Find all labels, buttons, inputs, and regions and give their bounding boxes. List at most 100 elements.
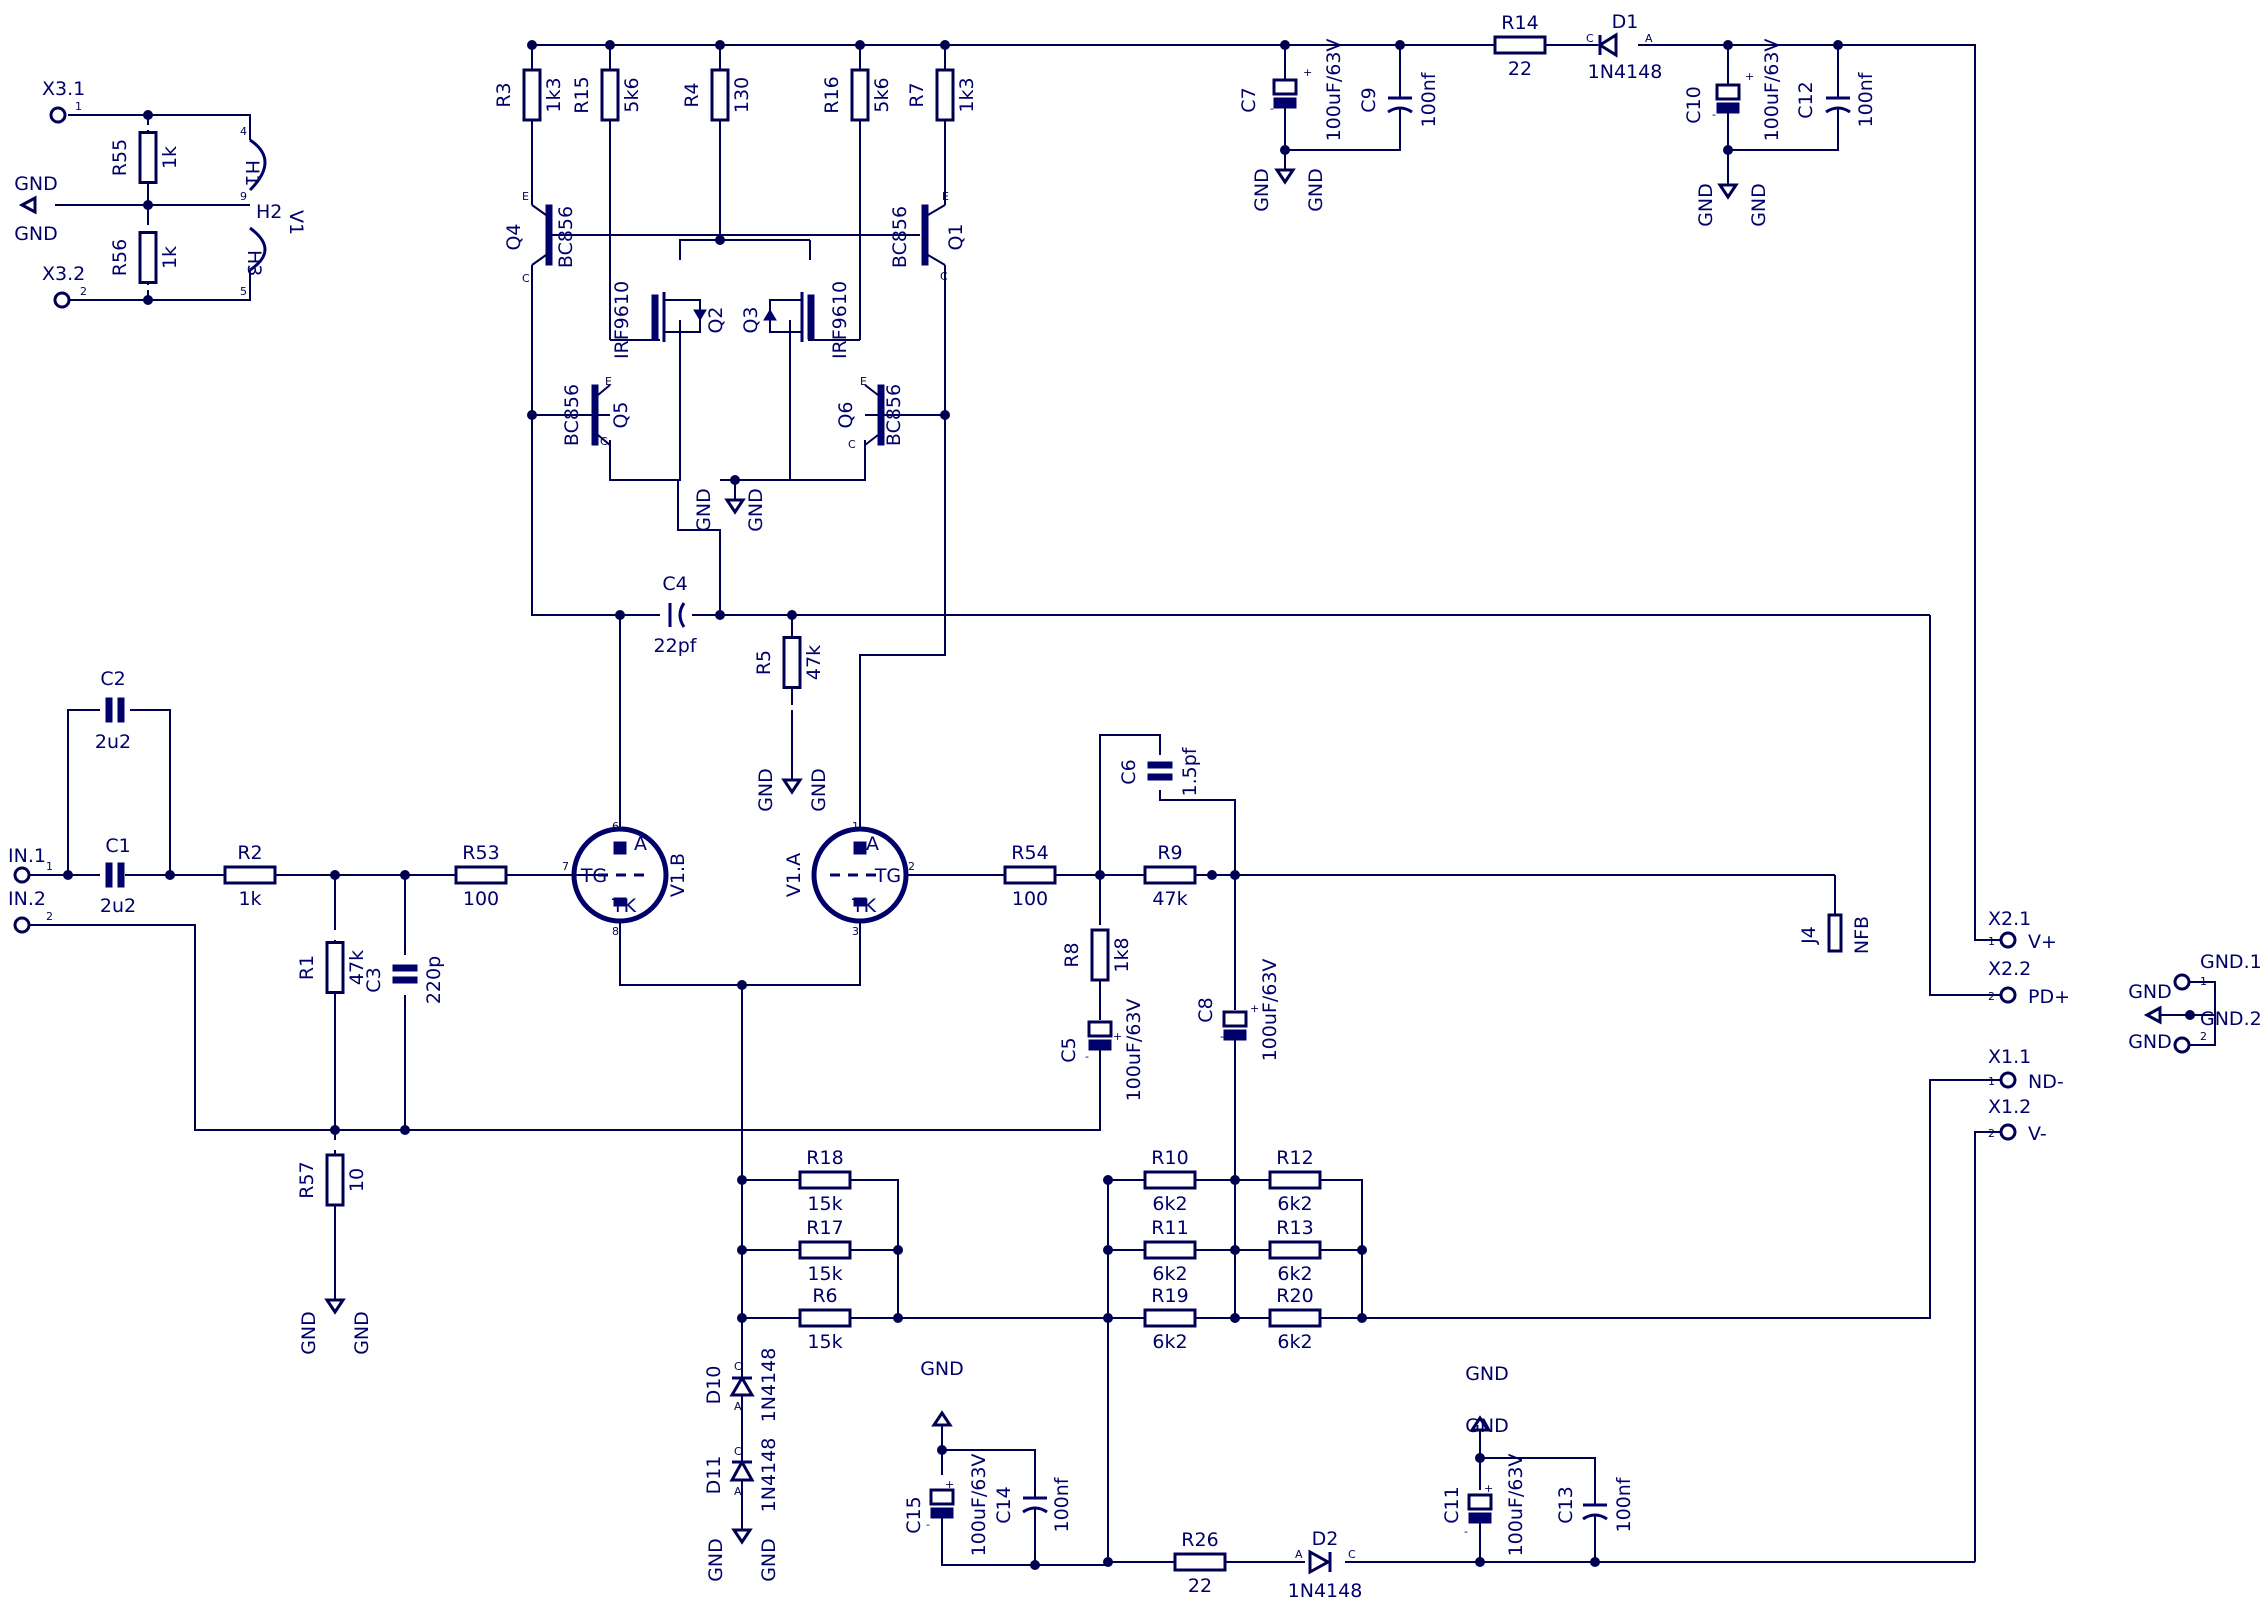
c11-value: 100uF/63V	[1505, 1454, 1527, 1557]
c12-ref: C12	[1795, 81, 1817, 118]
pin-number: 1	[2200, 975, 2207, 988]
v1a-cathode: TK	[851, 895, 877, 917]
resistor-ref: R13	[1276, 1217, 1313, 1239]
resistor-ref: R20	[1276, 1285, 1313, 1307]
gnd-label: GND	[755, 768, 777, 812]
diode-d1: D1 1N4148	[1588, 11, 1663, 83]
pin-number: 2	[1988, 990, 1995, 1003]
x11-pad	[1999, 1071, 2017, 1089]
pin-letter: -	[1712, 108, 1716, 121]
tube-v1b: TG A TK V1.B	[570, 826, 689, 924]
q3-ref: Q3	[740, 306, 762, 333]
gnd-label: GND	[298, 1311, 320, 1355]
transistor-q6: Q6 BC856	[835, 384, 905, 446]
resistor-ref: R55	[109, 139, 131, 176]
resistor-ref: R4	[681, 82, 703, 107]
transistor-q1: BC856 Q1	[889, 204, 967, 268]
pin-letter: -	[1270, 102, 1274, 115]
j4-ref: J4	[1798, 926, 1820, 945]
pin-letter: +	[1484, 1482, 1493, 1495]
pin-number: 8	[612, 925, 619, 938]
resistor-value: 6k2	[1152, 1193, 1187, 1215]
capacitors: C7 100uF/63V + C9 100nf C10 100uF/63V +	[95, 39, 1877, 1557]
d2-value: 1N4148	[1288, 1580, 1363, 1602]
c6-ref: C6	[1118, 759, 1140, 784]
c15-value: 100uF/63V	[968, 1454, 990, 1557]
gnd-label: GND	[693, 488, 715, 532]
c9-ref: C9	[1358, 87, 1380, 112]
labels: GND GND GND GND GND GND GND GND GND GND …	[8, 32, 2262, 1582]
gnd-label: GND	[2128, 1031, 2172, 1053]
x22-net: PD+	[2028, 986, 2070, 1008]
resistor-ref: R14	[1501, 12, 1538, 34]
x11-net: ND-	[2028, 1071, 2064, 1093]
c14-ref: C14	[993, 1486, 1015, 1523]
heater-h1: H1	[241, 160, 263, 186]
q2-value: IRF9610	[611, 281, 633, 359]
q6-ref: Q6	[835, 401, 857, 428]
gnd-icon	[781, 778, 803, 795]
gnd-label: GND	[14, 223, 58, 245]
j4-net: NFB	[1851, 916, 1873, 954]
pin-letter: C	[734, 1360, 742, 1373]
transistor-q4: Q4 BC856	[503, 204, 577, 268]
v1a-anode: A	[866, 833, 879, 855]
capacitor-c10: C10 100uF/63V +	[1683, 39, 1783, 142]
pin-number: 6	[612, 820, 619, 833]
resistor-ref: R19	[1151, 1285, 1188, 1307]
gnd-label: GND	[2128, 981, 2172, 1003]
resistor-value: 1k3	[956, 77, 978, 112]
tubes: TG A TK V1.B TG A TK V1.A	[570, 826, 909, 924]
q1-ref: Q1	[945, 223, 967, 250]
in1-label: IN.1	[8, 845, 46, 867]
x12-net: V-	[2028, 1123, 2047, 1145]
resistor-value: 6k2	[1152, 1331, 1187, 1353]
connectors	[13, 106, 2191, 1141]
capacitor-c1: C1 2u2	[100, 835, 136, 917]
pin-letter: A	[1295, 1548, 1303, 1561]
capacitor-c14: C14 100nf	[993, 1470, 1073, 1533]
resistor-value: 15k	[807, 1331, 842, 1353]
v1b-anode: A	[634, 833, 647, 855]
gnd-icon	[324, 1298, 346, 1315]
gnd-label: GND	[1695, 183, 1717, 227]
c13-ref: C13	[1555, 1486, 1577, 1523]
diode-d10: D10 1N4148	[703, 1348, 780, 1423]
d11-value: 1N4148	[758, 1438, 780, 1513]
pin-number: 1	[852, 820, 859, 833]
pin-letter: E	[522, 190, 529, 203]
resistor-ref: R12	[1276, 1147, 1313, 1169]
pin-number: 2	[908, 860, 915, 873]
junction-dots	[63, 40, 2195, 1570]
c5-plus: +	[1113, 1030, 1122, 1043]
pin-letter: C	[600, 435, 608, 448]
resistor-value: 22	[1508, 58, 1532, 80]
pin-number: 3	[852, 925, 859, 938]
pin-number: 1	[1988, 935, 1995, 948]
transistors: Q4 BC856 BC856 Q1 BC856 Q5 Q6 BC856	[503, 204, 967, 446]
c7-ref: C7	[1238, 87, 1260, 112]
resistor-ref: R1	[296, 955, 318, 980]
gnd-label: GND	[1305, 168, 1327, 212]
mosfet-q3: Q3 IRF9610	[740, 281, 851, 359]
resistor-value: 6k2	[1152, 1263, 1187, 1285]
c3-value: 220p	[423, 956, 445, 1004]
q6-value: BC856	[883, 384, 905, 446]
pin-number: 1	[1988, 1075, 1995, 1088]
pin-letter: -	[926, 1518, 930, 1531]
capacitor-c6: C6 1.5pf	[1118, 746, 1201, 796]
resistor-value: 1k	[238, 888, 261, 910]
heater-v1: H1 H2 H3 V1	[241, 138, 307, 276]
c10-plus: +	[1745, 70, 1754, 83]
